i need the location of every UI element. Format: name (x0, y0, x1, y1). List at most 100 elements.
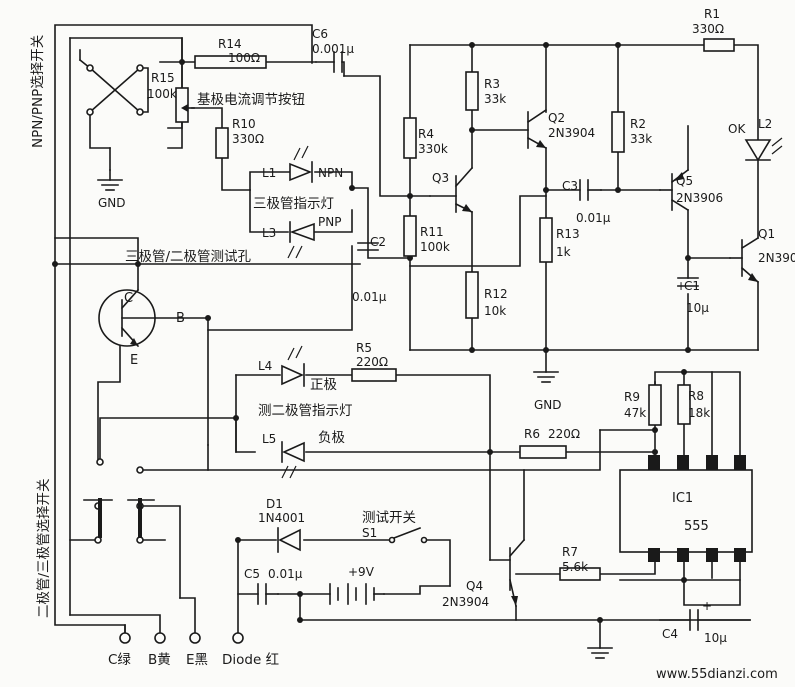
svg-text:GND: GND (98, 196, 126, 210)
svg-text:2N3904: 2N3904 (548, 126, 595, 140)
svg-text:R1: R1 (704, 7, 720, 21)
svg-text:负极: 负极 (318, 430, 345, 446)
svg-text:C1: C1 (684, 279, 700, 293)
diode-d1 (277, 527, 301, 553)
svg-text:Q2: Q2 (548, 111, 565, 125)
svg-text:Diode 红: Diode 红 (222, 652, 279, 668)
svg-text:Q1: Q1 (758, 227, 775, 241)
ic1-555 (619, 455, 753, 562)
resistor-r15 (175, 87, 189, 123)
svg-text:R10: R10 (232, 117, 256, 131)
svg-text:S1: S1 (362, 526, 377, 540)
svg-text:L4: L4 (258, 359, 272, 373)
svg-text:555: 555 (684, 519, 709, 534)
svg-text:0.01μ: 0.01μ (352, 290, 387, 304)
svg-text:1N4001: 1N4001 (258, 511, 305, 525)
led-l5 (281, 441, 305, 479)
svg-text:L2: L2 (758, 117, 772, 131)
svg-text:B黄: B黄 (148, 652, 171, 668)
svg-text:+9V: +9V (348, 565, 375, 579)
resistor-r9 (648, 384, 662, 426)
svg-text:1k: 1k (556, 245, 571, 259)
capacitors (257, 51, 751, 631)
battery-9v (329, 583, 385, 605)
svg-text:C: C (124, 291, 133, 306)
svg-text:NPN: NPN (318, 166, 343, 180)
svg-text:C4: C4 (662, 627, 678, 641)
resistor-r4 (403, 117, 417, 159)
svg-text:L5: L5 (262, 432, 276, 446)
resistor-r5 (351, 368, 397, 382)
resistor-r11 (403, 215, 417, 257)
svg-text:正极: 正极 (310, 377, 337, 393)
wires (54, 24, 759, 649)
transistor-q3 (429, 166, 474, 214)
svg-text:www.55dianzi.com: www.55dianzi.com (656, 667, 778, 682)
transistor-q2 (526, 108, 548, 150)
svg-text:C3: C3 (562, 179, 578, 193)
npn-pnp-switch[interactable] (78, 58, 149, 116)
svg-text:C5: C5 (244, 567, 260, 581)
svg-text:33k: 33k (484, 92, 506, 106)
resistor-r10 (215, 127, 229, 159)
svg-text:330Ω: 330Ω (692, 22, 724, 36)
svg-text:OK: OK (728, 122, 746, 136)
junction-dots (52, 42, 691, 623)
svg-text:+: + (702, 599, 712, 613)
led-l4 (281, 345, 305, 387)
svg-text:R14: R14 (218, 37, 242, 51)
svg-text:47k: 47k (624, 406, 646, 420)
svg-text:L3: L3 (262, 226, 276, 240)
svg-text:2N3906: 2N3906 (676, 191, 723, 205)
svg-text:GND: GND (534, 398, 562, 412)
svg-text:R15: R15 (151, 71, 175, 85)
svg-text:Q5: Q5 (676, 174, 693, 188)
diode-transistor-switch-label: 二极管/三极管选择开关 (36, 478, 52, 618)
resistors (175, 38, 735, 581)
svg-text:33k: 33k (630, 132, 652, 146)
svg-text:Q4: Q4 (466, 579, 483, 593)
svg-text:IC1: IC1 (672, 491, 693, 506)
svg-text:B: B (176, 311, 185, 326)
svg-text:R4: R4 (418, 127, 434, 141)
svg-text:R12: R12 (484, 287, 508, 301)
svg-text:E: E (130, 353, 138, 368)
svg-text:220Ω: 220Ω (548, 427, 580, 441)
svg-text:330Ω: 330Ω (232, 132, 264, 146)
svg-text:0.001μ: 0.001μ (312, 42, 354, 56)
resistor-r13 (539, 217, 553, 263)
svg-text:L1: L1 (262, 166, 276, 180)
diode-transistor-switch[interactable] (83, 458, 155, 544)
svg-text:2N3904: 2N3904 (442, 595, 489, 609)
svg-text:三极管指示灯: 三极管指示灯 (253, 196, 334, 212)
led-l2 (744, 137, 783, 162)
svg-text:0.01μ: 0.01μ (268, 567, 303, 581)
svg-text:100k: 100k (420, 240, 450, 254)
svg-text:C2: C2 (370, 235, 386, 249)
probe-terminals[interactable] (119, 632, 244, 644)
svg-text:10k: 10k (484, 304, 506, 318)
svg-text:0.01μ: 0.01μ (576, 211, 611, 225)
resistor-r12 (465, 271, 479, 319)
svg-text:R3: R3 (484, 77, 500, 91)
svg-text:100Ω: 100Ω (228, 51, 260, 65)
svg-text:10μ: 10μ (686, 301, 709, 315)
svg-text:100k: 100k (147, 87, 177, 101)
switch-s1[interactable] (388, 526, 428, 544)
svg-text:2N390: 2N390 (758, 251, 795, 265)
svg-text:测二极管指示灯: 测二极管指示灯 (258, 403, 353, 419)
svg-text:R2: R2 (630, 117, 646, 131)
transistor-q1 (729, 236, 760, 284)
svg-text:Q3: Q3 (432, 171, 449, 185)
transistor-q4 (508, 469, 526, 607)
svg-text:R9: R9 (624, 390, 640, 404)
svg-text:PNP: PNP (318, 215, 341, 229)
svg-text:220Ω: 220Ω (356, 355, 388, 369)
led-l1 (289, 145, 313, 183)
led-l3 (287, 221, 315, 259)
svg-text:R5: R5 (356, 341, 372, 355)
text-labels: R14 100Ω C6 0.001μ R1 330Ω R15 100k 基极电流… (98, 7, 795, 682)
r15-wiper (181, 104, 195, 112)
svg-text:10μ: 10μ (704, 631, 727, 645)
